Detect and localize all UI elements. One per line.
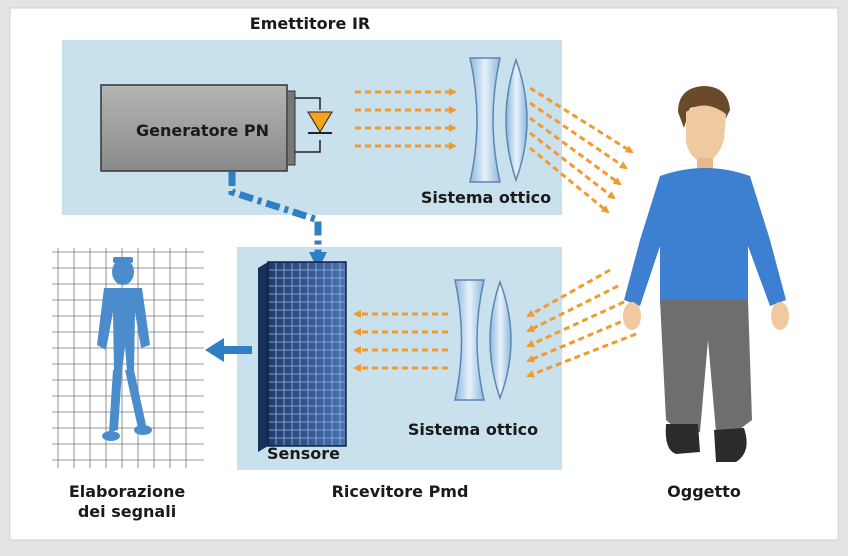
lens-icon (454, 279, 512, 401)
sensor-grid-icon (258, 261, 347, 452)
diode-icon (295, 97, 333, 153)
optics-top-label: Sistema ottico (420, 188, 552, 207)
sync-link (228, 172, 327, 270)
processing-label-line1: Elaborazione (68, 482, 186, 501)
output-arrow (205, 338, 252, 362)
generator-label: Generatore PN (136, 121, 269, 140)
object-label: Oggetto (667, 482, 741, 501)
emitter-beams (355, 88, 457, 150)
processing-label-line2: dei segnali (77, 502, 177, 521)
generator-box (100, 84, 296, 172)
person-icon (623, 86, 789, 462)
emitter-title: Emettitore IR (249, 14, 371, 33)
wireframe-figure-icon (52, 248, 204, 468)
receiver-input-beams (526, 268, 637, 378)
receiver-beams (353, 310, 448, 372)
emitter-output-beams (529, 86, 634, 214)
optics-bottom-label: Sistema ottico (407, 420, 539, 439)
receiver-title: Ricevitore Pmd (331, 482, 469, 501)
lens-icon (469, 57, 528, 183)
sensor-label: Sensore (267, 444, 341, 463)
